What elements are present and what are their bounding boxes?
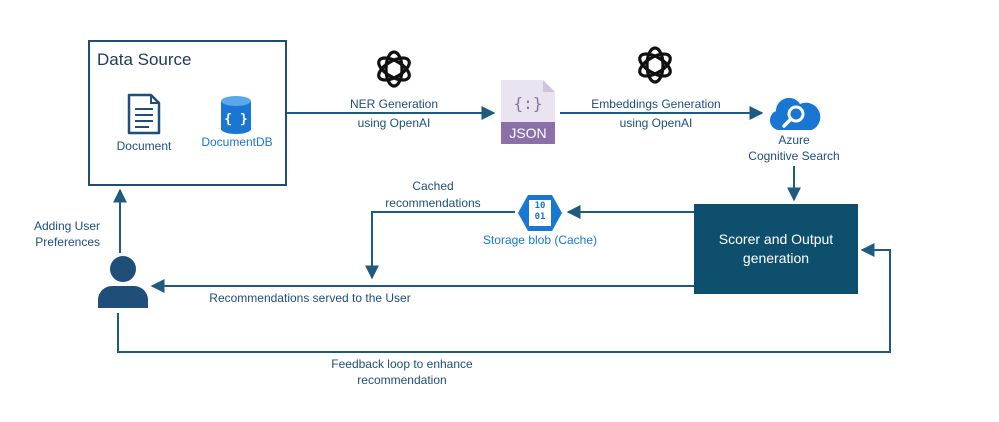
json-file-icon: {:} <box>501 80 555 144</box>
documentdb-icon: { } <box>221 96 251 134</box>
documentdb-label: DocumentDB <box>201 135 273 149</box>
document-icon <box>127 93 161 135</box>
ner-label-line1: NER Generation <box>349 97 439 111</box>
feedback-label-line2: recommendation <box>357 373 447 387</box>
storage-blob-icon <box>518 195 562 231</box>
svg-text:{:}: {:} <box>514 94 543 113</box>
cached-label-line2: recommendations <box>385 196 481 210</box>
scorer-label-line1: Scorer and Output <box>718 231 834 247</box>
azure-label-line1: Azure <box>778 133 810 147</box>
storage-blob-glyph: 10 01 <box>534 201 546 222</box>
data-source-title: Data Source <box>97 50 192 69</box>
cached-label-line1: Cached <box>412 179 454 193</box>
ner-label-line2: using OpenAI <box>357 116 431 130</box>
served-label: Recommendations served to the User <box>209 291 411 305</box>
arrow-blob-cached <box>365 211 515 280</box>
preferences-label-line2: Preferences <box>35 235 100 249</box>
preferences-label-line1: Adding User <box>33 219 100 233</box>
azure-search-icon <box>769 97 821 130</box>
azure-label-line2: Cognitive Search <box>748 149 840 163</box>
embeddings-label-line2: using OpenAI <box>619 116 693 130</box>
svg-text:{ }: { } <box>224 112 247 127</box>
openai-logo-icon <box>377 50 411 88</box>
json-icon-text: JSON <box>509 125 547 141</box>
document-label: Document <box>116 139 172 153</box>
arrow-feedback-loop <box>117 243 891 353</box>
embeddings-label-line1: Embeddings Generation <box>591 97 721 111</box>
data-source-box <box>88 40 287 186</box>
openai-logo-icon <box>638 46 672 84</box>
feedback-label-line1: Feedback loop to enhance <box>331 357 473 371</box>
user-icon <box>98 256 148 308</box>
storage-blob-label: Storage blob (Cache) <box>482 233 598 247</box>
scorer-box: Scorer and Output generation <box>694 204 858 294</box>
scorer-label-line2: generation <box>742 250 810 266</box>
